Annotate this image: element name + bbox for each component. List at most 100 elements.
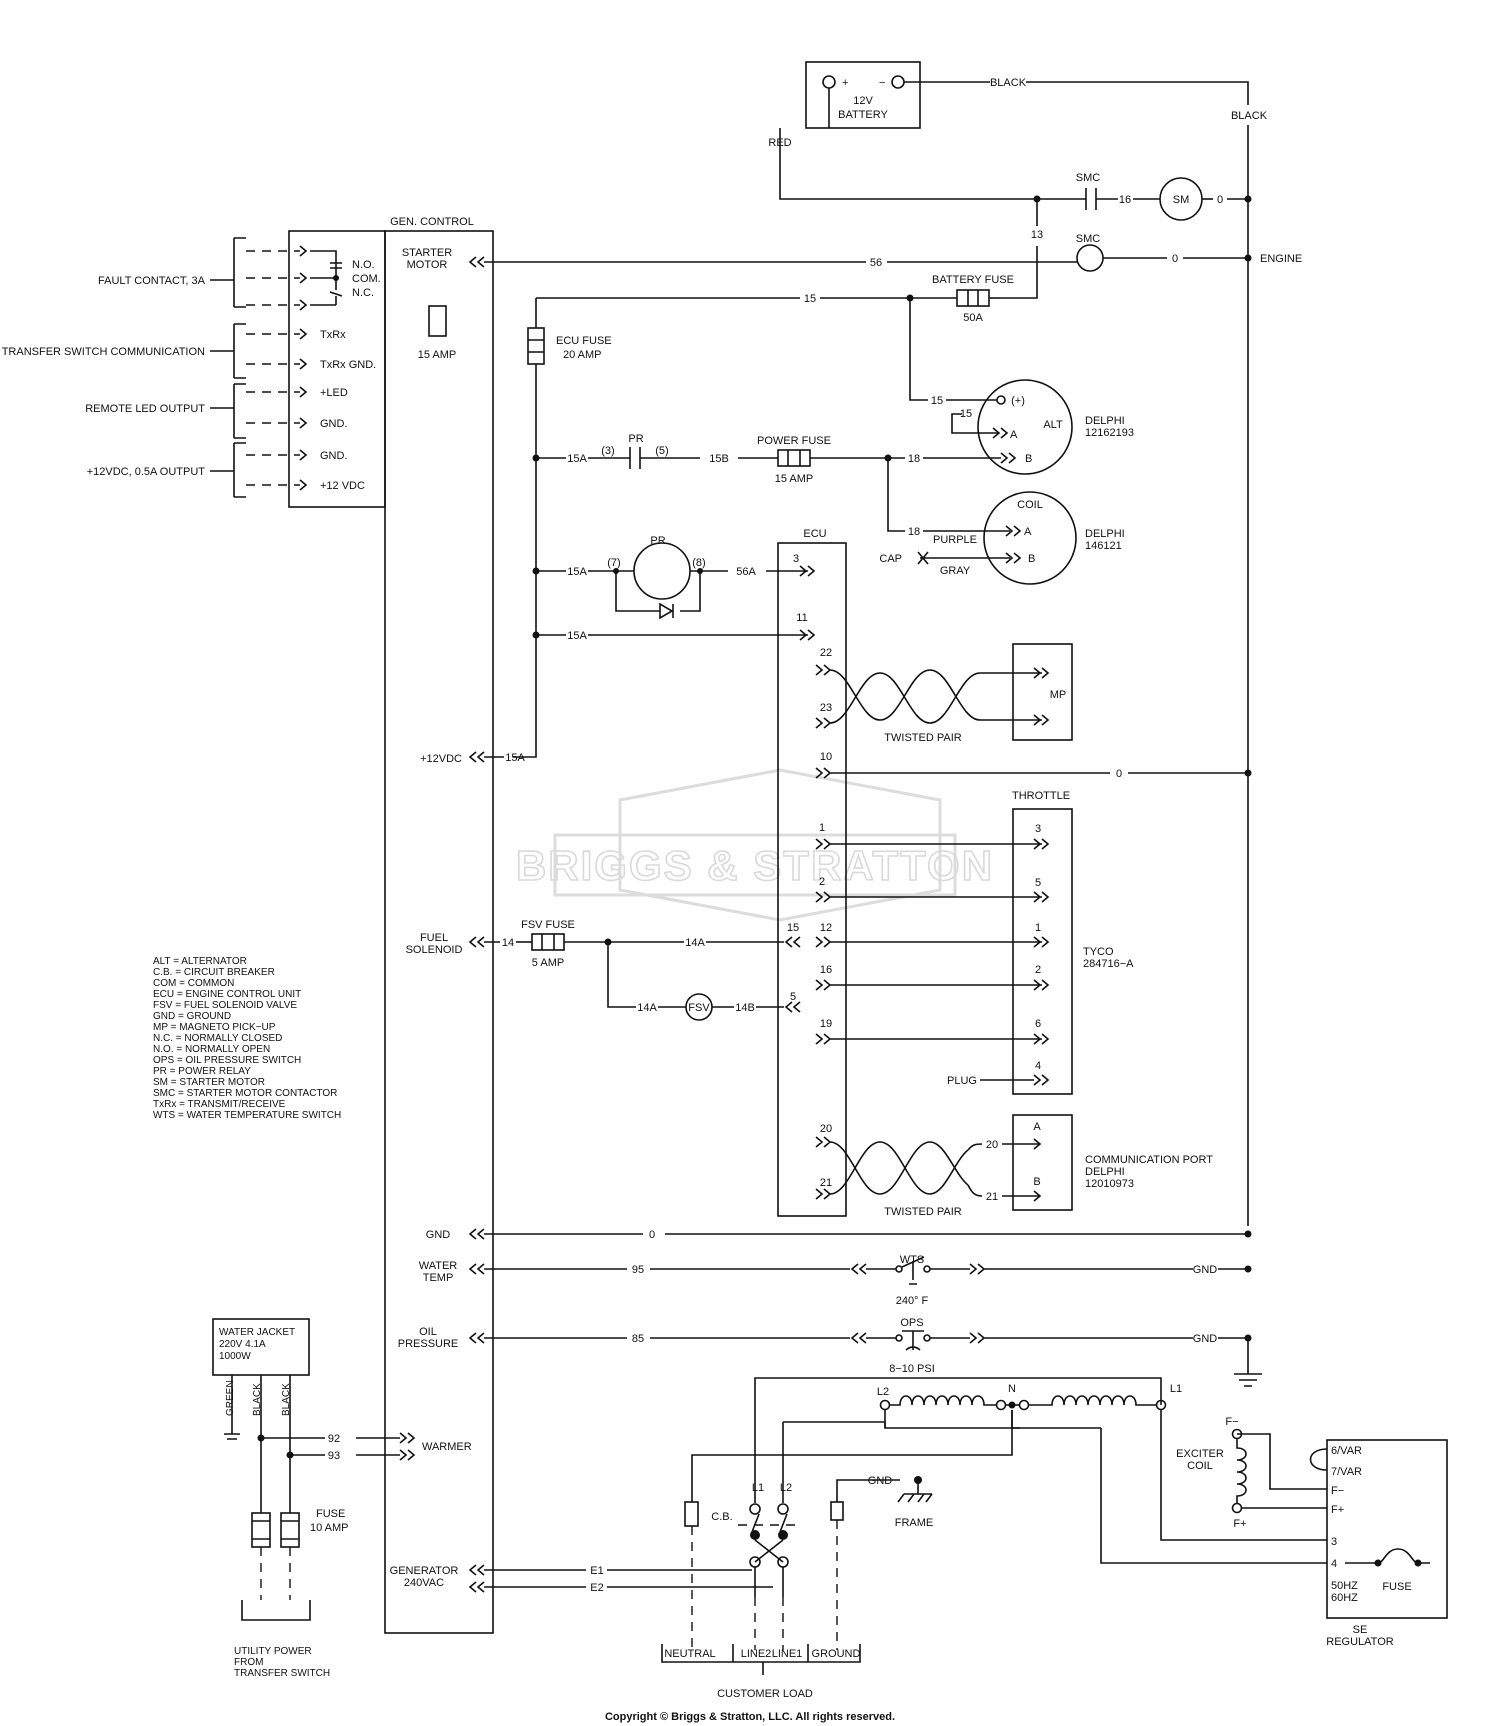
water-jacket-l1: WATER JACKET	[219, 1327, 295, 1338]
gen-control-title: GEN. CONTROL	[390, 216, 474, 228]
term-txrx: TxRx	[320, 329, 346, 341]
engine-label: ENGINE	[1260, 253, 1302, 265]
legend-item: TxRx = TRANSMIT/RECEIVE	[153, 1099, 286, 1110]
reg-term-6var: 6/VAR	[1331, 1445, 1362, 1457]
fuel-solenoid-l2: SOLENOID	[406, 944, 463, 956]
utility-l3: TRANSFER SWITCH	[234, 1668, 330, 1679]
wire-15-alt: 15	[931, 395, 943, 407]
twisted-pair-label-1: TWISTED PAIR	[884, 732, 961, 744]
coil-name: COIL	[1017, 499, 1043, 511]
reg-term-4: 4	[1331, 1558, 1337, 1570]
reg-fuse: FUSE	[1382, 1581, 1411, 1593]
wj-green: GREEN	[225, 1380, 236, 1416]
customer-load-label: CUSTOMER LOAD	[717, 1688, 813, 1700]
battery-label-1: 12V	[853, 95, 873, 107]
exciter-fminus: F−	[1225, 1416, 1238, 1428]
alt-delphi-2: 12162193	[1085, 427, 1134, 439]
copyright: Copyright © Briggs & Stratton, LLC. All …	[605, 1711, 895, 1723]
water-jacket-l3: 1000W	[219, 1351, 251, 1362]
ecu-pin-15: 15	[787, 922, 799, 934]
pr-pin-7: (7)	[607, 557, 620, 569]
fsv-label: FSV	[688, 1002, 710, 1014]
legend-item: MP = MAGNETO PICK−UP	[153, 1022, 276, 1033]
wire-18-alt: 18	[908, 453, 920, 465]
wire-16: 16	[1119, 194, 1131, 206]
wire-56: 56	[870, 257, 882, 269]
wts-temp: 240° F	[896, 1295, 929, 1307]
warmer-label: WARMER	[422, 1441, 472, 1453]
throttle-pin-2: 2	[1035, 964, 1041, 976]
ground-fuse	[830, 1501, 844, 1521]
wire-14b: 14B	[735, 1002, 755, 1014]
throttle-pin-5: 5	[1035, 877, 1041, 889]
starter-motor-l2: MOTOR	[407, 259, 448, 271]
wire-93: 93	[328, 1450, 340, 1462]
twisted-pair-label-2: TWISTED PAIR	[884, 1206, 961, 1218]
exciter-label-1: EXCITER	[1176, 1448, 1224, 1460]
reg-50hz: 50HZ	[1331, 1580, 1358, 1592]
ops-label: OPS	[900, 1317, 923, 1329]
pr-contact-label: PR	[628, 433, 643, 445]
legend-item: SM = STARTER MOTOR	[153, 1077, 265, 1088]
mp-label: MP	[1050, 689, 1067, 701]
stator-l1: L1	[1170, 1383, 1182, 1395]
coil-delphi-2: 146121	[1085, 540, 1122, 552]
term-gnd-2: GND.	[320, 450, 348, 462]
cb-l2: L2	[780, 1482, 792, 1494]
oil-pressure-l1: OIL	[419, 1326, 437, 1338]
alt-name: ALT	[1043, 419, 1063, 431]
utility-l2: FROM	[234, 1657, 263, 1668]
wire-0-gnd: 0	[649, 1229, 655, 1241]
battery-fuse-label: BATTERY FUSE	[932, 274, 1014, 286]
legend-item: N.C. = NORMALLY CLOSED	[153, 1033, 282, 1044]
wire-14a-2: 14A	[637, 1002, 657, 1014]
wire-e2: E2	[590, 1582, 603, 1594]
exciter-fplus: F+	[1233, 1518, 1246, 1530]
engine-ground-symbol	[1234, 1338, 1262, 1387]
gnd-frame-label: GND	[868, 1475, 893, 1487]
circuit-breaker: L1 L2 C.B.	[711, 1421, 886, 1650]
throttle-pin-6: 6	[1035, 1018, 1041, 1030]
ecu-pin-22: 22	[820, 647, 832, 659]
wire-95: 95	[632, 1264, 644, 1276]
legend-item: PR = POWER RELAY	[153, 1066, 251, 1077]
stator-n: N	[1008, 1383, 1016, 1395]
wire-56a: 56A	[736, 566, 756, 578]
frame-label: FRAME	[895, 1517, 934, 1529]
battery-fuse	[956, 289, 990, 307]
ecu-fuse	[527, 327, 545, 365]
exciter-label-2: COIL	[1187, 1460, 1213, 1472]
wire-92: 92	[328, 1433, 340, 1445]
load-line2: LINE2	[741, 1648, 772, 1660]
load-line1: LINE1	[772, 1648, 803, 1660]
legend-item: N.O. = NORMALLY OPEN	[153, 1044, 270, 1055]
ignition-coil: COIL A B DELPHI 146121	[983, 491, 1125, 585]
ecu-pin-5: 5	[790, 991, 796, 1003]
reg-term-3: 3	[1331, 1536, 1337, 1548]
ecu-pin-2: 2	[819, 876, 825, 888]
ecu-box	[777, 542, 847, 1217]
wire-13: 13	[1031, 229, 1043, 241]
wire-18-coil: 18	[908, 526, 920, 538]
legend-item: COM = COMMON	[153, 978, 234, 989]
label-fault-contact: FAULT CONTACT, 3A	[98, 275, 206, 287]
throttle-wires	[815, 838, 1050, 1086]
legend-item: GND = GROUND	[153, 1011, 231, 1022]
wire-e1: E1	[590, 1565, 603, 1577]
se-regulator	[1326, 1439, 1448, 1619]
coil-gray: GRAY	[940, 565, 971, 577]
ecu-pin-3: 3	[793, 553, 799, 565]
pr-pin-3: (3)	[601, 445, 614, 457]
ecu-fuse-label-2: 20 AMP	[563, 349, 602, 361]
throttle-plug: PLUG	[947, 1075, 977, 1087]
term-txrx-gnd: TxRx GND.	[320, 359, 376, 371]
ops-psi: 8−10 PSI	[889, 1363, 935, 1375]
reg-term-fplus: F+	[1331, 1504, 1344, 1516]
term-gnd-1: GND.	[320, 418, 348, 430]
ecu-pin-1: 1	[819, 822, 825, 834]
ecu-pin-19: 19	[820, 1018, 832, 1030]
throttle-title: THROTTLE	[1012, 790, 1070, 802]
ecu-pin-23: 23	[820, 702, 832, 714]
watermark-text: BRIGGS & STRATTON	[516, 842, 994, 889]
ecu-pin-21: 21	[820, 1177, 832, 1189]
